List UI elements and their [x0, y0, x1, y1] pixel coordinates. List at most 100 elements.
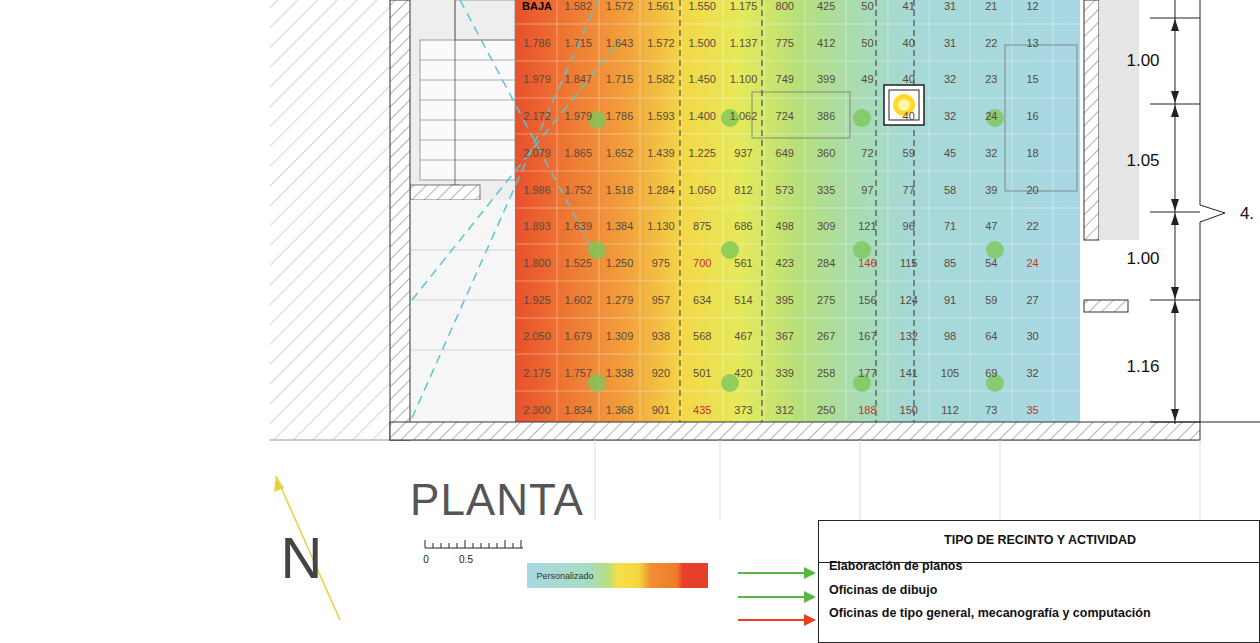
- illuminance-value: 1.582: [565, 1, 593, 12]
- dimension: 1.16: [1126, 358, 1159, 375]
- illuminance-value: 59: [903, 147, 915, 158]
- illuminance-value: 749: [776, 74, 794, 85]
- illuminance-value: 1.284: [647, 184, 675, 195]
- illuminance-value: 775: [776, 37, 794, 48]
- illuminance-value: 920: [652, 368, 670, 379]
- illuminance-value: 15: [1026, 74, 1038, 85]
- illuminance-value: 156: [858, 294, 876, 305]
- illuminance-value: 1.786: [606, 111, 634, 122]
- illuminance-value: 32: [1026, 368, 1038, 379]
- illuminance-value: 1.752: [565, 184, 593, 195]
- illuminance-value: 112: [941, 404, 959, 415]
- illuminance-value: 39: [985, 184, 997, 195]
- illuminance-value: 20: [1026, 184, 1038, 195]
- illuminance-value: 16: [1026, 111, 1038, 122]
- illuminance-value: 800: [776, 1, 794, 12]
- illuminance-value: 399: [817, 74, 835, 85]
- illuminance-value: 1.572: [647, 37, 675, 48]
- illuminance-value: 121: [858, 221, 876, 232]
- illuminance-value: 105: [941, 368, 959, 379]
- illuminance-value: 514: [734, 294, 752, 305]
- scale-caption: Personalizado: [536, 572, 593, 581]
- illuminance-value: 1.450: [688, 74, 716, 85]
- illuminance-value: BAJA: [522, 1, 552, 12]
- illuminance-value: 1.338: [606, 368, 634, 379]
- illuminance-value: 47: [985, 221, 997, 232]
- illuminance-value: 1.368: [606, 404, 634, 415]
- illuminance-value: 32: [985, 147, 997, 158]
- illuminance-value: 69: [985, 368, 997, 379]
- illuminance-value: 23: [985, 74, 997, 85]
- illuminance-value: 22: [1026, 221, 1038, 232]
- illuminance-value: 31: [944, 37, 956, 48]
- illuminance-value: 31: [944, 1, 956, 12]
- illuminance-value: 32: [944, 74, 956, 85]
- illuminance-value: 1.100: [730, 74, 758, 85]
- illuminance-value: 1.602: [565, 294, 593, 305]
- illuminance-value: 423: [776, 257, 794, 268]
- illuminance-value: 258: [817, 368, 835, 379]
- illuminance-value: 1.384: [606, 221, 634, 232]
- illuminance-value: 686: [734, 221, 752, 232]
- illuminance-value: 284: [817, 257, 835, 268]
- illuminance-value: 2.172: [523, 111, 551, 122]
- illuminance-value: 309: [817, 221, 835, 232]
- illuminance-value: 812: [734, 184, 752, 195]
- illuminance-value: 1.925: [523, 294, 551, 305]
- illuminance-value: 498: [776, 221, 794, 232]
- illuminance-value: 1.715: [606, 74, 634, 85]
- illuminance-value: 41: [903, 1, 915, 12]
- illuminance-value: 1.986: [523, 184, 551, 195]
- view-title: PLANTA: [410, 478, 584, 522]
- illuminance-value: 85: [944, 257, 956, 268]
- illuminance-value: 250: [817, 404, 835, 415]
- illuminance-value: 18: [1026, 147, 1038, 158]
- illuminance-value: 50: [861, 1, 873, 12]
- illuminance-value: 700: [693, 257, 711, 268]
- illuminance-value: 561: [734, 257, 752, 268]
- illuminance-value: 98: [944, 331, 956, 342]
- illuminance-value: 634: [693, 294, 711, 305]
- illuminance-value: 373: [734, 404, 752, 415]
- illuminance-value: 1.250: [606, 257, 634, 268]
- illuminance-value: 1.561: [647, 1, 675, 12]
- illuminance-value: 875: [693, 221, 711, 232]
- scale-number: 0.5: [459, 555, 473, 565]
- dimension: 1.00: [1126, 250, 1159, 267]
- dimension: 1.00: [1126, 52, 1159, 69]
- illuminance-value: 188: [858, 404, 876, 415]
- illuminance-value: 32: [944, 111, 956, 122]
- illuminance-value: 141: [900, 368, 918, 379]
- illuminance-value: 573: [776, 184, 794, 195]
- illuminance-value: 1.652: [606, 147, 634, 158]
- dimension: 4.: [1240, 205, 1254, 222]
- illuminance-value: 13: [1026, 37, 1038, 48]
- scale-number: 0: [423, 555, 429, 565]
- illuminance-value: 77: [903, 184, 915, 195]
- illuminance-value: 1.679: [565, 331, 593, 342]
- illuminance-value: 21: [985, 1, 997, 12]
- illuminance-value: 975: [652, 257, 670, 268]
- illuminance-value: 40: [903, 111, 915, 122]
- illuminance-value: 1.979: [523, 74, 551, 85]
- illuminance-value: 2.050: [523, 331, 551, 342]
- illuminance-value: 412: [817, 37, 835, 48]
- illuminance-value: 22: [985, 37, 997, 48]
- illuminance-value: 901: [652, 404, 670, 415]
- illuminance-value: 1.800: [523, 257, 551, 268]
- illuminance-value: 1.865: [565, 147, 593, 158]
- illuminance-value: 1.225: [688, 147, 716, 158]
- illuminance-value: 40: [903, 74, 915, 85]
- illuminance-value: 1.757: [565, 368, 593, 379]
- illuminance-value: 501: [693, 368, 711, 379]
- illuminance-value: 938: [652, 331, 670, 342]
- illuminance-value: 724: [776, 111, 794, 122]
- illuminance-value: 1.550: [688, 1, 716, 12]
- illuminance-value: 1.309: [606, 331, 634, 342]
- activity-row: Elaboración de planos: [829, 559, 962, 573]
- illuminance-value: 50: [861, 37, 873, 48]
- illuminance-value: 1.572: [606, 1, 634, 12]
- illuminance-value: 386: [817, 111, 835, 122]
- illuminance-value: 1.439: [647, 147, 675, 158]
- illuminance-value: 124: [900, 294, 918, 305]
